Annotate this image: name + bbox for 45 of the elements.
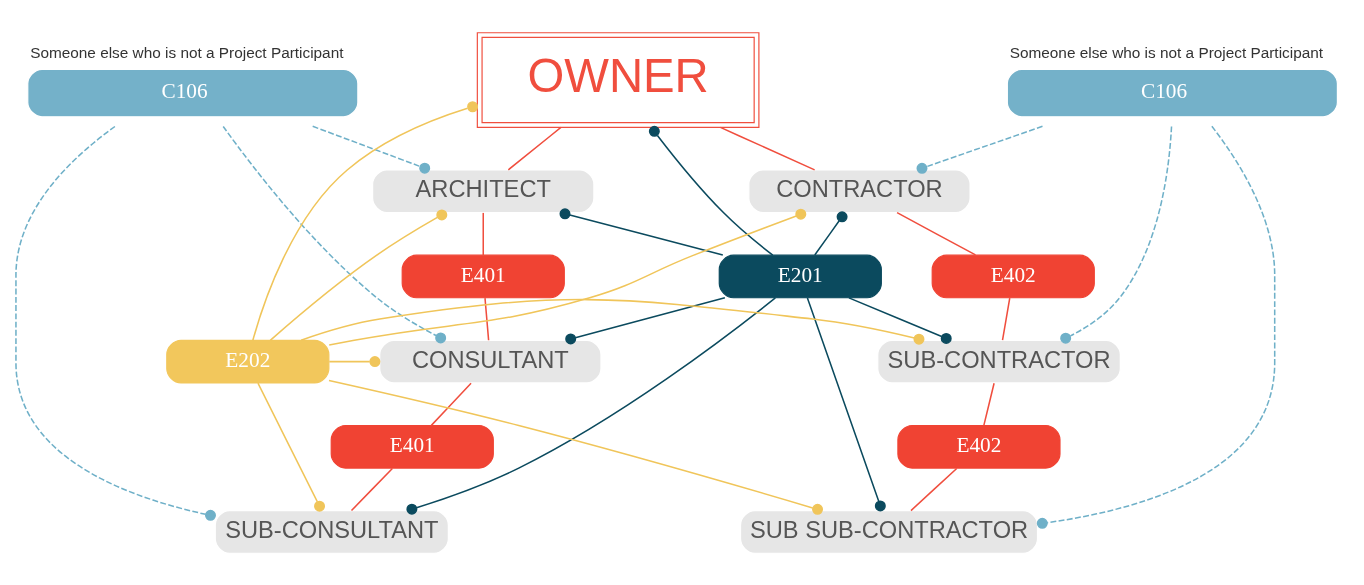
node-box: E401 — [401, 254, 565, 298]
connector — [15, 125, 216, 521]
connector — [257, 381, 326, 512]
node-label: Someone else who is not a Project Participant — [30, 43, 344, 61]
connector — [814, 210, 848, 256]
node-box: E401 — [330, 424, 494, 469]
connector — [1060, 125, 1173, 344]
node-box: SUB-CONTRACTOR — [877, 339, 1121, 383]
connector — [311, 125, 431, 174]
connector — [300, 298, 925, 345]
connector — [983, 382, 995, 426]
connector — [430, 382, 472, 426]
connector — [484, 296, 490, 341]
node-box: SUB SUB-CONTRACTOR — [739, 509, 1039, 554]
connector — [406, 296, 777, 515]
connector — [252, 100, 479, 341]
node-box: CONSULTANT — [379, 339, 602, 383]
node-box: OWNER — [476, 31, 760, 128]
connector — [806, 296, 886, 511]
node-box: CONTRACTOR — [748, 168, 971, 213]
connector — [559, 207, 724, 256]
node-label: Someone else who is not a Project Participant — [1009, 43, 1324, 61]
node-box: E202 — [166, 339, 330, 383]
connector — [328, 208, 807, 346]
connector — [916, 125, 1044, 174]
node-box: E402 — [897, 424, 1061, 469]
connector — [269, 208, 448, 341]
connector — [1001, 296, 1011, 341]
connector — [350, 467, 394, 511]
connector — [222, 125, 447, 343]
node-box: ARCHITECT — [372, 168, 595, 213]
connector — [482, 211, 484, 256]
node-box: E402 — [931, 254, 1095, 298]
connector — [1036, 125, 1276, 529]
connector — [648, 125, 774, 256]
node-box: E201 — [718, 254, 882, 298]
connector — [328, 355, 381, 367]
connector — [565, 296, 726, 344]
connector — [507, 126, 562, 171]
connector — [328, 379, 824, 515]
connector — [719, 126, 816, 171]
connector — [896, 211, 977, 256]
node-box: SUB-CONSULTANT — [214, 509, 449, 554]
connector — [910, 467, 958, 511]
connector — [848, 296, 952, 344]
